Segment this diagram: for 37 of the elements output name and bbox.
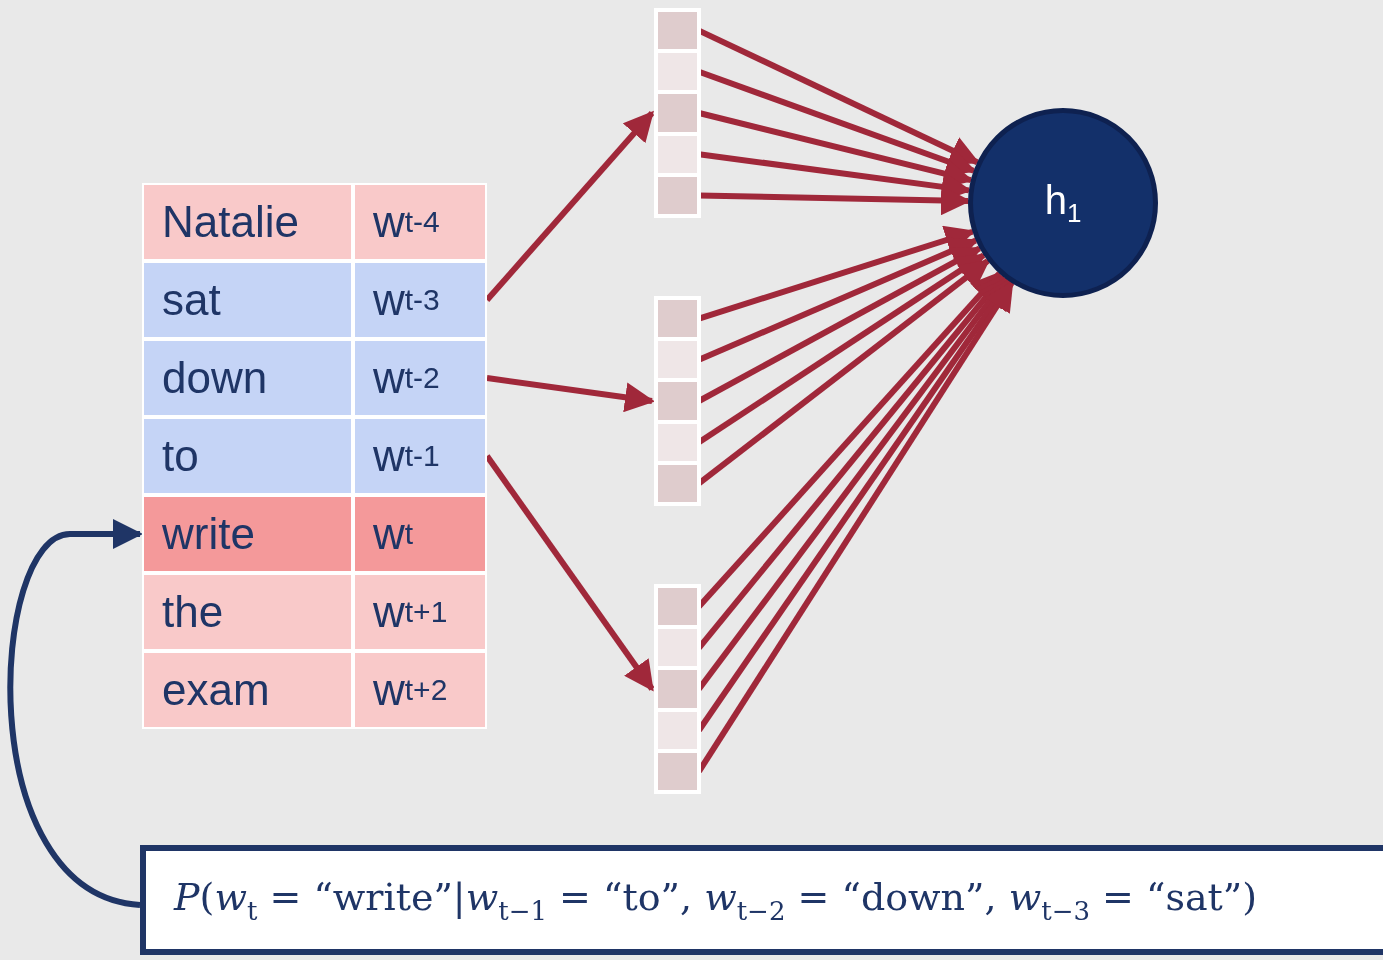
word-label: Natalie — [142, 183, 353, 261]
vector-cell — [656, 133, 699, 175]
embedding-vector — [654, 584, 701, 794]
table-row — [142, 339, 487, 417]
vector-cell — [656, 92, 699, 134]
word-label: the — [142, 573, 353, 651]
vector-cell — [656, 298, 699, 340]
table-row — [142, 651, 487, 729]
word-label: write — [142, 495, 353, 573]
vector-cell — [656, 709, 699, 751]
vector-cell — [656, 51, 699, 93]
vector-cell — [656, 462, 699, 504]
arrow — [7, 519, 143, 908]
table-row — [142, 417, 487, 495]
arrow — [486, 375, 655, 413]
word-label: down — [142, 339, 353, 417]
vector-cell — [656, 10, 699, 52]
table-row — [142, 183, 487, 261]
vector-cell — [656, 421, 699, 463]
table-row — [142, 261, 487, 339]
table-row — [142, 495, 487, 573]
word-label: to — [142, 417, 353, 495]
table-row — [142, 573, 487, 651]
neuron-label: h$_{1}$ — [1044, 177, 1082, 229]
vector-cell — [656, 380, 699, 422]
probability-formula: P(w$_{t}$ = “write”|w$_{t−1}$ = “to”, w$_{t−2}$ = “down”, w$_{t−3}$ = “sat”) — [174, 874, 1258, 926]
vector-cell — [656, 339, 699, 381]
vector-cell — [656, 668, 699, 710]
word-label: sat — [142, 261, 353, 339]
embedding-vector — [654, 296, 701, 506]
vector-cell — [656, 627, 699, 669]
word-label: exam — [142, 651, 353, 729]
embedding-vector — [654, 8, 701, 218]
vector-cell — [656, 750, 699, 792]
vector-cell — [656, 586, 699, 628]
formula-box — [140, 845, 1383, 955]
vector-cell — [656, 174, 699, 216]
